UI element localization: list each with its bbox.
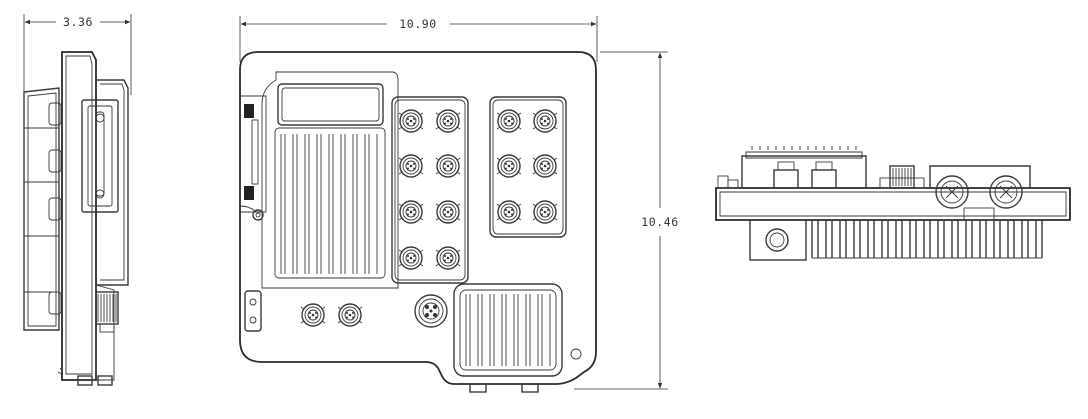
connector-icon <box>300 303 326 327</box>
dimension-front-height: 10.46 <box>574 51 679 390</box>
connector-icon <box>398 200 424 224</box>
connector-icon <box>496 154 522 178</box>
connector-icon <box>532 154 558 178</box>
dimension-front-width-label: 10.90 <box>399 17 437 31</box>
heatsink-fins-left <box>274 127 386 279</box>
dimension-front-height-label: 10.46 <box>641 215 679 229</box>
dimension-side-width: 3.36 <box>23 14 132 95</box>
connector-icon <box>337 303 363 327</box>
side-view <box>23 51 129 386</box>
front-view <box>239 51 597 393</box>
connector-icon <box>532 200 558 224</box>
connector-icon <box>496 200 522 224</box>
connector-icon <box>435 246 461 270</box>
top-view <box>715 146 1071 261</box>
connector-icon <box>435 109 461 133</box>
dimension-side-width-label: 3.36 <box>63 15 93 29</box>
power-connector-icon <box>414 294 448 328</box>
connector-icon <box>398 109 424 133</box>
connector-icon <box>435 200 461 224</box>
dimension-front-width: 10.90 <box>239 16 598 62</box>
connector-icon <box>398 154 424 178</box>
heatsink-fins-top-view <box>811 220 1043 259</box>
connector-icon <box>496 109 522 133</box>
heatsink-fins-lower <box>453 283 563 377</box>
connector-icon <box>398 246 424 270</box>
connector-icon <box>435 154 461 178</box>
connector-icon <box>532 109 558 133</box>
